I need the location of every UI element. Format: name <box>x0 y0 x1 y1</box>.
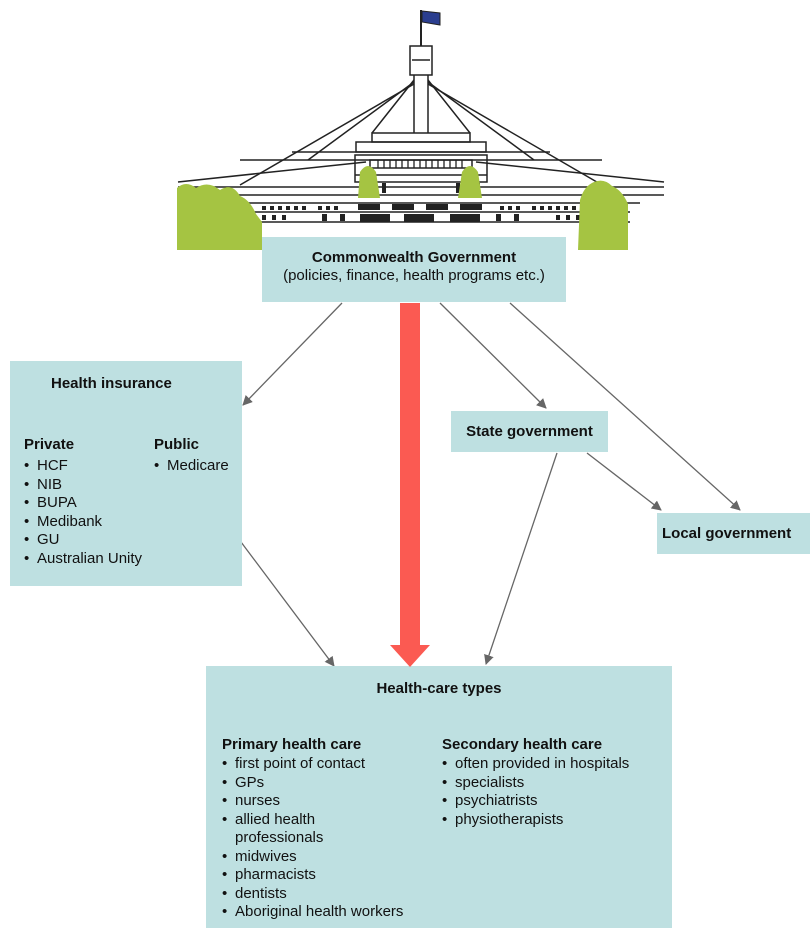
list-item: dentists <box>222 885 403 904</box>
arrow-commonwealth-to-state <box>439 302 547 409</box>
list-item: specialists <box>442 774 629 793</box>
health-care-types-box: Health-care types Primary health care Se… <box>206 666 672 928</box>
list-item: pharmacists <box>222 866 403 885</box>
commonwealth-title: Commonwealth Government <box>311 249 517 266</box>
list-item: first point of contact <box>222 755 403 774</box>
health-insurance-title: Health insurance <box>51 375 172 392</box>
list-item: Aboriginal health workers <box>222 903 403 922</box>
list-item: often provided in hospitals <box>442 755 629 774</box>
private-insurer-list: HCF NIB BUPA Medibank GU Australian Unit… <box>24 457 142 568</box>
secondary-care-list: often provided in hospitals specialists … <box>442 755 629 829</box>
list-item: GU <box>24 531 142 550</box>
private-heading: Private <box>24 436 75 453</box>
state-government-label: State government <box>466 423 593 440</box>
arrow-commonwealth-to-local <box>509 302 741 511</box>
arrow-state-to-health-care <box>484 452 558 665</box>
local-government-box: Local government <box>657 513 810 554</box>
list-item: physiotherapists <box>442 811 629 830</box>
list-item: Australian Unity <box>24 550 142 569</box>
list-item: nurses <box>222 792 403 811</box>
commonwealth-subtitle: (policies, finance, health programs etc.… <box>283 267 545 284</box>
local-government-label: Local government <box>662 525 792 542</box>
list-item: BUPA <box>24 494 142 513</box>
list-item: psychiatrists <box>442 792 629 811</box>
health-insurance-box: Health insurance Private Public HCF NIB … <box>10 361 242 586</box>
flag-icon <box>421 10 441 26</box>
health-care-types-title: Health-care types <box>376 680 502 697</box>
list-item: midwives <box>222 848 403 867</box>
commonwealth-government-box: Commonwealth Government (policies, finan… <box>262 237 566 302</box>
list-item: GPs <box>222 774 403 793</box>
list-item: HCF <box>24 457 142 476</box>
public-heading: Public <box>154 436 200 453</box>
list-item: Medibank <box>24 513 142 532</box>
public-insurer-list: Medicare <box>154 457 229 476</box>
state-government-box: State government <box>451 411 608 452</box>
arrow-insurance-to-health-care <box>240 541 335 667</box>
list-item: allied health <box>222 811 403 830</box>
secondary-heading: Secondary health care <box>442 736 603 753</box>
primary-care-list: first point of contact GPs nurses allied… <box>222 755 403 922</box>
arrow-commonwealth-to-insurance <box>242 302 343 406</box>
list-item: Medicare <box>154 457 229 476</box>
list-item-continuation: professionals <box>235 829 324 846</box>
primary-heading: Primary health care <box>222 736 362 753</box>
arrow-state-to-local <box>586 452 662 511</box>
list-item: NIB <box>24 476 142 495</box>
